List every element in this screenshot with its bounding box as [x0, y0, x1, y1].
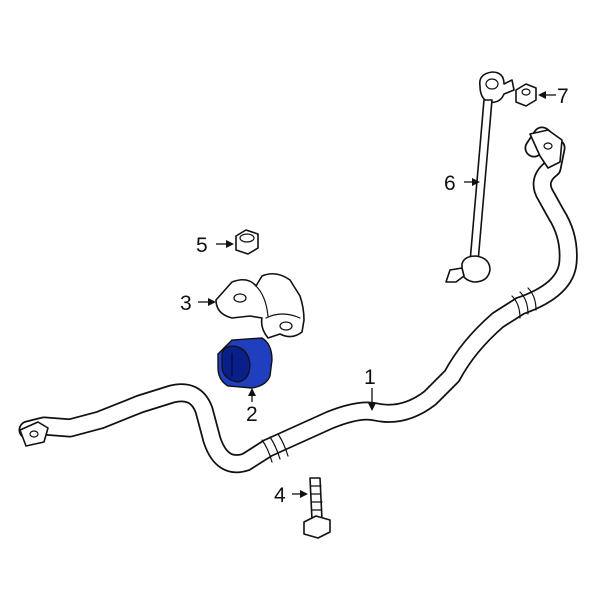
bracket-lip	[265, 313, 301, 319]
stabilizer-bar	[18, 126, 578, 474]
callout-1-group: 1	[364, 366, 376, 411]
bolt	[303, 477, 331, 539]
bracket-hole-left	[233, 293, 247, 303]
bolt-head	[303, 515, 331, 539]
stabilizer-link	[445, 71, 515, 283]
link-lower-joint	[461, 255, 491, 283]
callout-2-group: 2	[246, 388, 258, 426]
link-lower-stud	[445, 267, 465, 283]
link-upper-joint-center	[485, 78, 499, 90]
bar-collar-right	[511, 287, 537, 319]
bolt-threads	[310, 485, 323, 511]
bushing-face	[221, 345, 251, 383]
leader-1-arrowhead	[368, 403, 376, 411]
bar-left-end	[19, 421, 49, 447]
leader-3-arrowhead	[208, 298, 216, 306]
bracket-nut	[235, 229, 259, 255]
callout-4-group: 4	[274, 484, 308, 507]
callout-4: 4	[274, 484, 286, 507]
bracket-body	[215, 272, 305, 339]
callout-5: 5	[196, 234, 208, 257]
leader-4-arrowhead	[300, 490, 308, 498]
bar-collar-left	[261, 433, 289, 463]
bar-left-end-hole	[29, 430, 39, 438]
callout-1: 1	[364, 366, 376, 389]
bushing-bracket	[215, 272, 305, 339]
callout-7: 7	[557, 85, 569, 108]
bushing-highlighted	[217, 337, 273, 389]
callout-7-group: 7	[538, 85, 569, 108]
leader-6-arrowhead	[472, 178, 480, 186]
leader-5-arrowhead	[226, 240, 234, 248]
link-nut	[515, 83, 537, 107]
callout-5-group: 5	[196, 234, 234, 257]
link-nut-hole	[521, 88, 531, 96]
bracket-crease	[255, 285, 269, 317]
leader-2-arrowhead	[248, 388, 256, 396]
callout-6: 6	[444, 172, 456, 195]
stabilizer-bar-fill	[20, 128, 576, 472]
leader-7-arrowhead	[538, 91, 546, 99]
bracket-hole-right	[279, 321, 293, 331]
callout-3: 3	[180, 292, 192, 315]
bolt-shaft	[309, 477, 323, 521]
callout-2: 2	[246, 403, 258, 426]
bracket-nut-top	[239, 233, 255, 243]
callout-6-group: 6	[444, 172, 480, 195]
callout-3-group: 3	[180, 292, 216, 315]
bar-right-end-hole	[543, 142, 553, 150]
